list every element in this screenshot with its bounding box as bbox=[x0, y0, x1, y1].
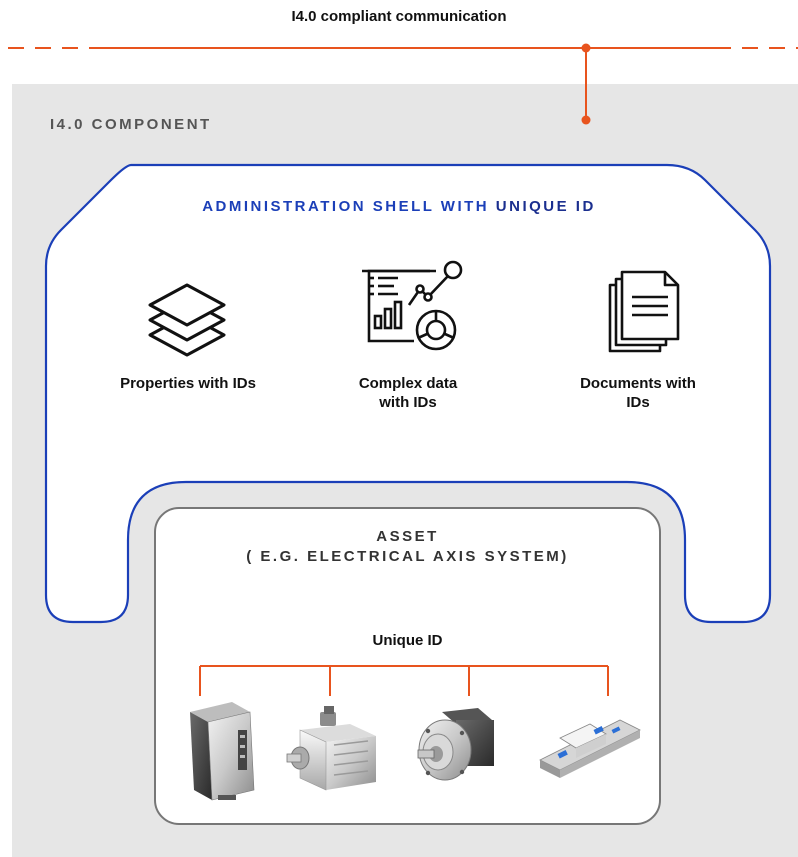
documents-caption-line2: IDs bbox=[626, 394, 650, 411]
asset-title-line1: ASSET bbox=[376, 528, 439, 545]
shell-title-emphasis: UNIQUE ID bbox=[495, 198, 596, 215]
documents-caption: Documents with IDs bbox=[558, 374, 718, 412]
asset-title: ASSET ( E.G. ELECTRICAL AXIS SYSTEM) bbox=[155, 527, 660, 567]
shell-title-prefix: ADMINISTRATION SHELL WITH bbox=[202, 198, 496, 215]
component-label: I4.0 COMPONENT bbox=[50, 116, 212, 133]
complex-data-caption-line2: with IDs bbox=[379, 394, 437, 411]
data-dashboard-icon bbox=[362, 260, 463, 351]
layers-icon bbox=[148, 283, 226, 357]
component-connector-dot bbox=[581, 115, 591, 125]
linear-axis-icon bbox=[539, 719, 641, 778]
communication-title: I4.0 compliant communication bbox=[291, 8, 507, 25]
complex-data-caption-line1: Complex data bbox=[358, 375, 458, 392]
bus-junction-dot bbox=[581, 43, 591, 53]
documents-caption-line1: Documents with bbox=[580, 375, 696, 392]
administration-shell-outline bbox=[44, 163, 772, 624]
administration-shell-title: ADMINISTRATION SHELL WITH UNIQUE ID bbox=[0, 198, 798, 215]
servo-motor-icon bbox=[286, 706, 376, 791]
gearbox-icon bbox=[417, 708, 494, 781]
properties-caption: Properties with IDs bbox=[98, 374, 278, 393]
properties-caption-text: Properties with IDs bbox=[120, 375, 256, 392]
complex-data-caption: Complex data with IDs bbox=[328, 374, 488, 412]
asset-title-line2: ( E.G. ELECTRICAL AXIS SYSTEM) bbox=[246, 548, 569, 565]
documents-icon bbox=[608, 270, 680, 353]
unique-id-label: Unique ID bbox=[372, 632, 443, 649]
unique-id-connectors bbox=[199, 665, 609, 696]
servo-drive-controller-icon bbox=[190, 702, 255, 801]
communication-bus bbox=[8, 47, 798, 120]
